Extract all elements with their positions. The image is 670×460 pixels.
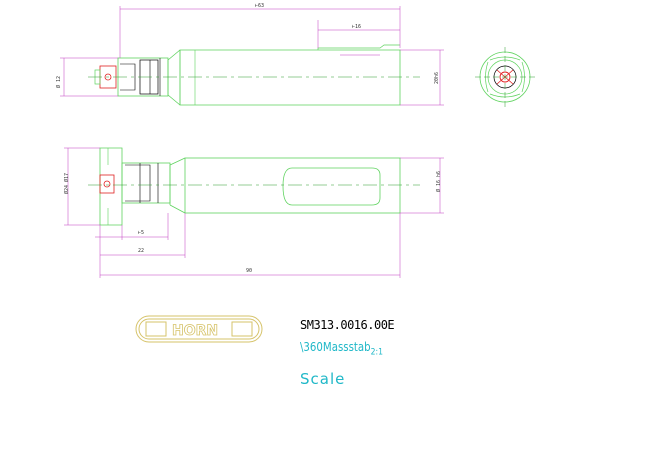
scale-note-sub: 2:1 bbox=[370, 347, 383, 358]
end-view bbox=[475, 47, 535, 107]
scale-note: \360Massstab2:1 bbox=[300, 340, 383, 357]
top-view-dim-labels: ⊢63 ⊢16 Ø 12 20h6 bbox=[55, 3, 440, 88]
top-view-dimensions bbox=[60, 6, 444, 106]
coolant-slot bbox=[282, 167, 381, 206]
end-core bbox=[499, 71, 511, 83]
clamping-flat-top bbox=[317, 44, 400, 50]
dim-label: ⊢63 bbox=[255, 3, 264, 9]
screw-top bbox=[104, 73, 112, 81]
dim-label: 20h6 bbox=[434, 72, 440, 84]
logo-text: HORN bbox=[172, 323, 218, 339]
dim-label: Ø 16 h6 bbox=[435, 171, 442, 192]
screw-side bbox=[103, 180, 111, 188]
scale-label: Scale bbox=[300, 370, 346, 388]
dim-label: ⊢16 bbox=[352, 24, 361, 30]
scale-note-main: \360Massstab bbox=[300, 340, 371, 354]
flange-side bbox=[99, 147, 123, 226]
part-number: SM313.0016.00E bbox=[300, 318, 395, 332]
head-dark-side bbox=[125, 163, 159, 203]
side-view bbox=[88, 147, 420, 226]
dim-label: Ø24 Ø17 bbox=[63, 173, 70, 194]
taper-neck-side bbox=[169, 157, 186, 214]
dim-label: Ø 12 bbox=[55, 76, 62, 88]
dim-label: 22 bbox=[138, 248, 144, 254]
taper-neck-top bbox=[167, 49, 181, 106]
dim-label: ⊢5 bbox=[138, 230, 144, 236]
side-view-dim-labels: Ø24 Ø17 Ø 16 h6 ⊢5 22 90 bbox=[63, 171, 442, 274]
holder-body-side bbox=[184, 157, 401, 214]
horn-logo: HORN bbox=[135, 315, 263, 343]
side-view-dimensions bbox=[64, 147, 444, 278]
insert-side bbox=[99, 174, 115, 194]
shank-lines-top bbox=[179, 50, 196, 105]
dim-label: 90 bbox=[246, 268, 252, 274]
top-view bbox=[88, 44, 420, 106]
holder-body-top bbox=[179, 49, 401, 106]
head-section-side bbox=[121, 162, 171, 204]
